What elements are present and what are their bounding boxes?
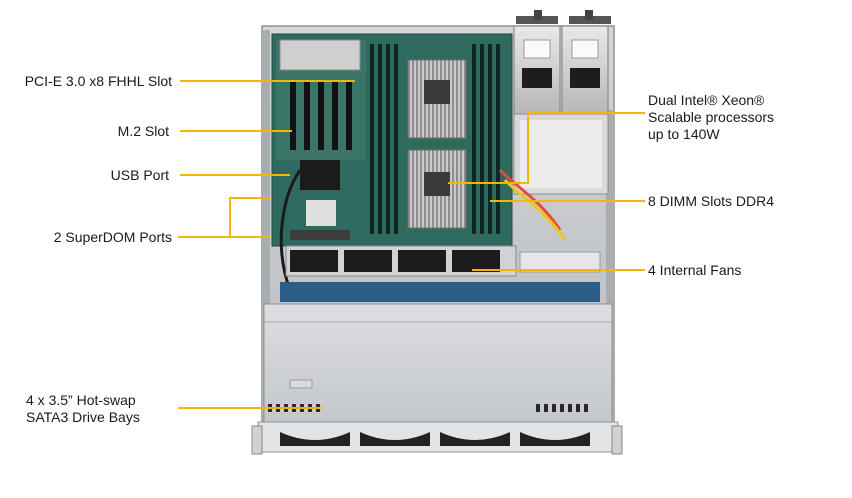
cpu-heatsinks	[407, 59, 467, 229]
cpu-label-line2: Scalable processors	[648, 109, 775, 125]
drive-bays-label: 4 x 3.5” Hot-swap SATA3 Drive Bays	[26, 392, 140, 426]
power-supplies	[513, 10, 611, 195]
usb-port-label: USB Port	[110, 167, 169, 183]
cpu-label-line3: up to 140W	[648, 126, 720, 142]
superdom-ports-label: 2 SuperDOM Ports	[53, 229, 172, 245]
front-bezel	[251, 421, 623, 455]
motherboard	[271, 33, 513, 247]
drive-bays	[263, 303, 613, 423]
m2-slot-label: M.2 Slot	[117, 123, 169, 139]
backplane	[280, 282, 600, 302]
drive-bays-label-line1: 4 x 3.5” Hot-swap	[26, 392, 136, 408]
dimm-slots-label: 8 DIMM Slots DDR4	[648, 193, 775, 209]
callout-lines	[178, 80, 645, 409]
superdom-callout-line	[178, 197, 270, 238]
internal-fans-label: 4 Internal Fans	[648, 262, 742, 278]
cpu-label-line1: Dual Intel® Xeon®	[648, 92, 765, 108]
cpu-callout-line	[448, 112, 645, 184]
drive-bays-label-line2: SATA3 Drive Bays	[26, 409, 140, 425]
pcie-slot-label: PCI-E 3.0 x8 FHHL Slot	[24, 73, 172, 89]
cpu-label: Dual Intel® Xeon® Scalable processors up…	[648, 92, 774, 143]
